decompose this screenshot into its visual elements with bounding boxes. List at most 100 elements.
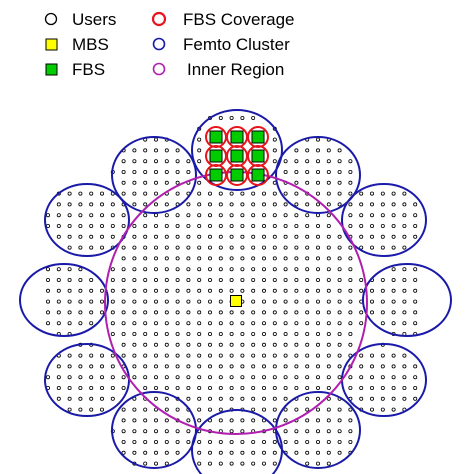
user-dot [143, 234, 148, 239]
user-dot [240, 277, 245, 282]
user-dot [326, 353, 331, 358]
user-dot [143, 169, 148, 174]
user-dot [240, 234, 245, 239]
fbs-marker [209, 168, 223, 182]
user-dot [413, 299, 418, 304]
user-dot [207, 245, 212, 250]
user-dot [251, 191, 256, 196]
user-dot [326, 169, 331, 174]
user-dot [294, 148, 299, 153]
user-dot [294, 234, 299, 239]
user-dot [218, 450, 223, 455]
legend-fbs-label: FBS [72, 60, 105, 79]
user-dot [218, 267, 223, 272]
user-dot [305, 353, 310, 358]
user-dot [348, 223, 353, 228]
user-dot [261, 385, 266, 390]
user-dot [391, 375, 396, 380]
user-dot [207, 375, 212, 380]
user-dot [251, 310, 256, 315]
user-dot [294, 288, 299, 293]
user-dot [326, 245, 331, 250]
user-dot [380, 277, 385, 282]
user-dot [294, 439, 299, 444]
user-dot [175, 267, 180, 272]
user-dot [261, 375, 266, 380]
user-dot [143, 277, 148, 282]
user-dot [89, 245, 94, 250]
femto-cluster-ellipse [275, 136, 361, 214]
user-dot [56, 213, 61, 218]
user-dot [143, 223, 148, 228]
user-dot [402, 245, 407, 250]
user-dot [218, 256, 223, 261]
user-dot [186, 375, 191, 380]
user-dot [164, 353, 169, 358]
user-dot [326, 342, 331, 347]
user-dot [380, 223, 385, 228]
user-dot [348, 288, 353, 293]
user-dot [100, 223, 105, 228]
user-dot [67, 223, 72, 228]
user-dot [207, 191, 212, 196]
user-dot [143, 461, 148, 466]
user-dot [348, 180, 353, 185]
user-dot [391, 267, 396, 272]
user-dot [110, 213, 115, 218]
user-dot [272, 299, 277, 304]
user-dot [369, 223, 374, 228]
user-dot [207, 299, 212, 304]
user-dot [143, 202, 148, 207]
user-dot [175, 180, 180, 185]
user-dot [251, 450, 256, 455]
user-dot [56, 310, 61, 315]
user-dot [121, 267, 126, 272]
user-dot [100, 353, 105, 358]
user-dot [207, 213, 212, 218]
user-dot [153, 202, 158, 207]
user-dot [143, 342, 148, 347]
user-dot [305, 321, 310, 326]
user-dot [337, 288, 342, 293]
user-dot [121, 299, 126, 304]
user-dot [294, 245, 299, 250]
user-dot [305, 418, 310, 423]
user-dot [315, 342, 320, 347]
user-dot [326, 202, 331, 207]
user-dot [89, 299, 94, 304]
user-dot [261, 288, 266, 293]
user-dot [240, 288, 245, 293]
user-dot [67, 407, 72, 412]
user-dot [380, 364, 385, 369]
user-dot [402, 396, 407, 401]
user-dot [100, 213, 105, 218]
user-dot [413, 321, 418, 326]
user-dot [315, 331, 320, 336]
user-dot [67, 396, 72, 401]
user-dot [175, 299, 180, 304]
user-dot [261, 331, 266, 336]
user-dot [294, 169, 299, 174]
user-dot [315, 375, 320, 380]
user-dot [391, 245, 396, 250]
user-dot [46, 267, 51, 272]
user-dot [164, 418, 169, 423]
user-dot [326, 418, 331, 423]
user-dot [153, 385, 158, 390]
user-dot [402, 299, 407, 304]
user-dot [315, 321, 320, 326]
user-dot [305, 364, 310, 369]
user-dot [359, 213, 364, 218]
user-dot [240, 267, 245, 272]
user-dot [164, 299, 169, 304]
user-dot [121, 407, 126, 412]
user-dot [251, 116, 256, 121]
user-dot [294, 256, 299, 261]
user-dot [186, 202, 191, 207]
user-dot [348, 245, 353, 250]
user-dot [56, 267, 61, 272]
user-dot [283, 245, 288, 250]
user-dot [305, 169, 310, 174]
user-dot [153, 234, 158, 239]
user-dot [337, 256, 342, 261]
